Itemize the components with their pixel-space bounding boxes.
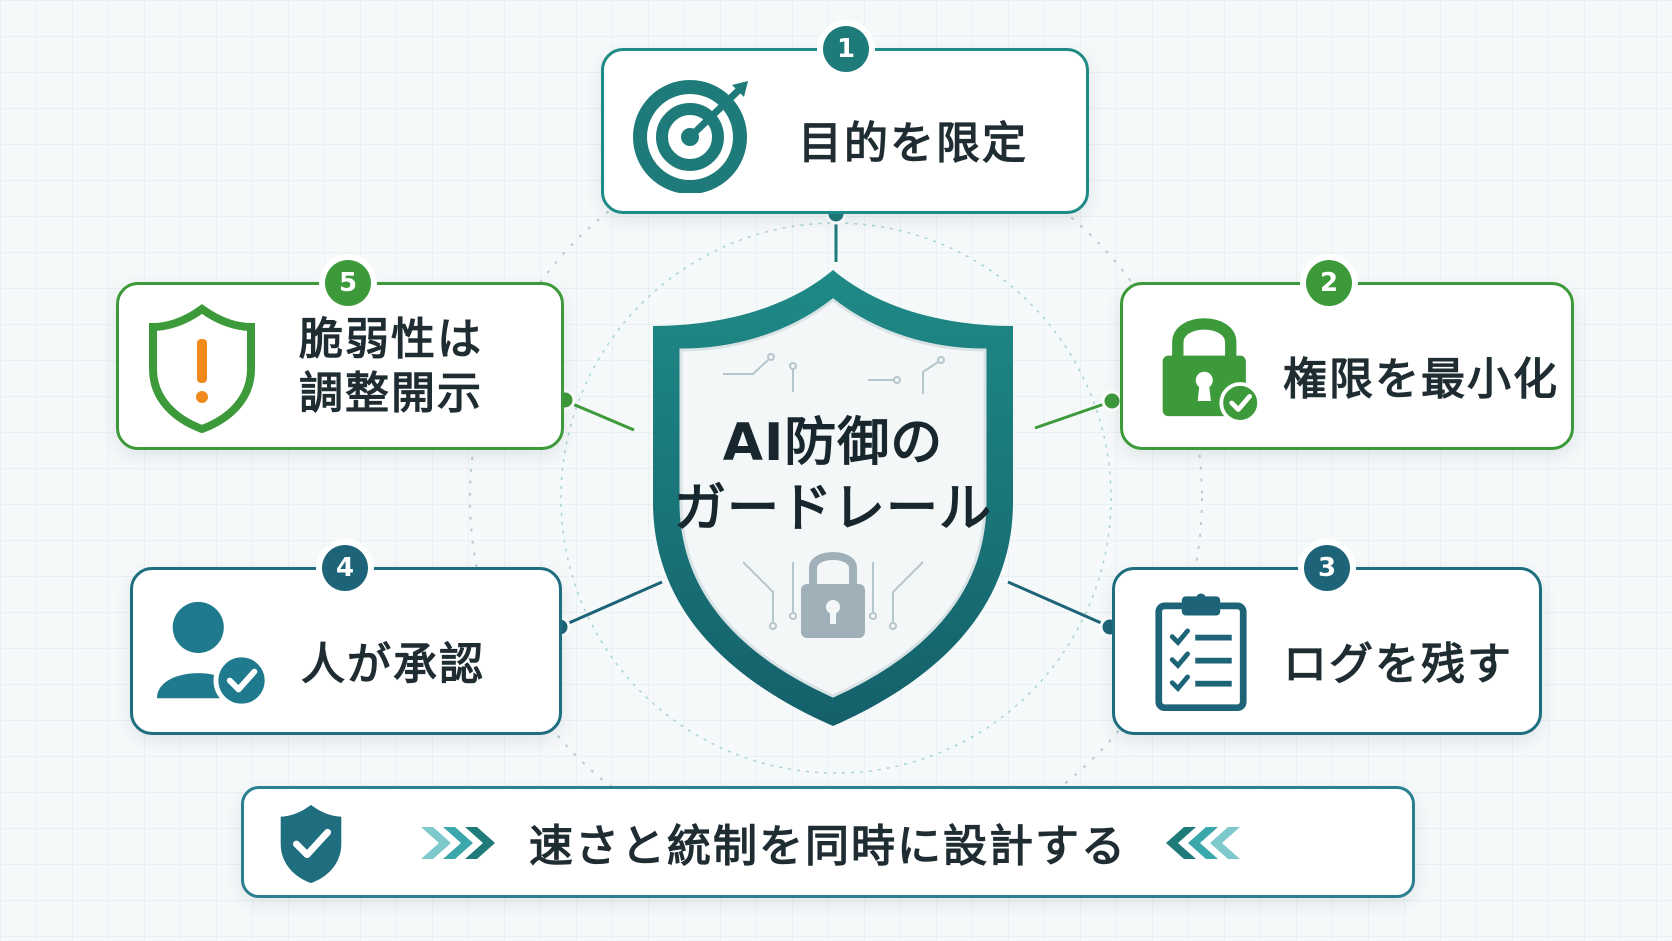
card-keep-logs[interactable]: 3 ログを残す — [1112, 545, 1542, 735]
inner-orbit — [560, 222, 1112, 774]
step-number-2: 2 — [1306, 260, 1352, 306]
card-limit-purpose[interactable]: 1 目的を限定 — [601, 26, 1089, 214]
padlock-icon — [801, 552, 865, 638]
clipboard-checklist-icon — [1155, 593, 1247, 712]
outer-orbit — [469, 131, 1203, 865]
summary-banner: 速さと統制を同時に設計する — [241, 786, 1415, 898]
card-label-2: 権限を最小化 — [1283, 354, 1559, 405]
center-shield-icon — [653, 270, 1013, 726]
card-label-5-line1: 脆弱性は — [299, 314, 483, 365]
card-label-1: 目的を限定 — [798, 118, 1028, 169]
user-approve-icon — [156, 601, 270, 709]
card-label-3: ログを残す — [1283, 639, 1513, 690]
card-label-5: 脆弱性は 調整開示 — [299, 313, 483, 421]
connector-dot-2 — [1101, 390, 1123, 412]
chevrons-left-icon — [1166, 827, 1240, 859]
step-number-1: 1 — [823, 26, 869, 72]
lock-check-icon — [1162, 318, 1261, 424]
chevrons-right-icon — [421, 827, 495, 859]
connector-3 — [1007, 580, 1109, 628]
center-title: AI防御の ガードレール — [633, 410, 1033, 542]
shield-inner — [679, 298, 987, 698]
circuit-pattern — [723, 353, 945, 630]
card-human-approval[interactable]: 4 人が承認 — [130, 545, 562, 735]
card-label-5-line2: 調整開示 — [299, 368, 483, 419]
card-label-4: 人が承認 — [301, 639, 485, 690]
card-coordinated-disclosure[interactable]: 5 脆弱性は 調整開示 — [116, 260, 564, 450]
shield-warning-icon — [149, 304, 255, 433]
connector-2 — [1034, 400, 1111, 430]
center-title-line2: ガードレール — [673, 479, 992, 539]
step-number-5: 5 — [325, 260, 371, 306]
card-minimize-permissions[interactable]: 2 権限を最小化 — [1120, 260, 1574, 450]
banner-text: 速さと統制を同時に設計する — [529, 821, 1127, 872]
connector-4 — [561, 580, 663, 628]
connector-5 — [567, 400, 635, 432]
target-icon — [633, 80, 748, 193]
center-title-line1: AI防御の — [722, 413, 944, 473]
shield-check-icon — [280, 804, 342, 884]
step-number-4: 4 — [322, 545, 368, 591]
step-number-3: 3 — [1304, 545, 1350, 591]
